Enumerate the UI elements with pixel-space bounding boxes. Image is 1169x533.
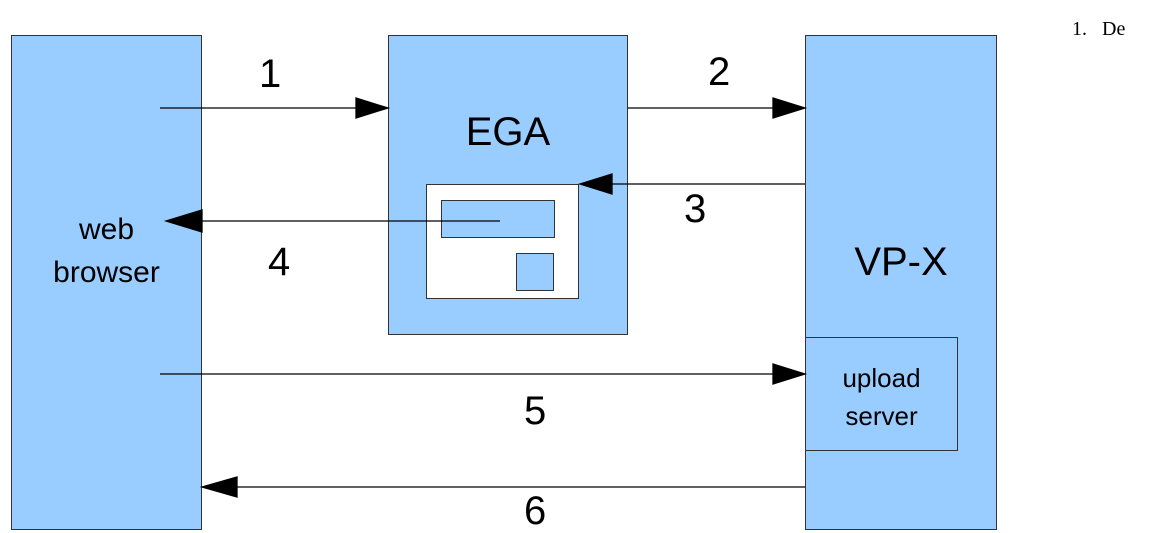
edge-5-label: 5 <box>524 389 547 433</box>
edge-4-arrowhead <box>163 209 203 233</box>
ega-label: EGA <box>465 110 551 154</box>
edge-6-arrowhead <box>199 476 238 498</box>
web-browser-label-line1: web <box>78 213 135 246</box>
edge-3-arrowhead <box>577 173 613 195</box>
ega-inner-panel <box>441 200 555 238</box>
side-list-item: 1. De <box>1072 18 1125 41</box>
vpx-label: VP-X <box>854 240 948 284</box>
side-list-marker: 1. <box>1072 18 1087 40</box>
upload-server-label-line2: server <box>845 401 918 431</box>
upload-server-label-line1: upload <box>842 363 921 393</box>
edge-1-label: 1 <box>259 52 282 96</box>
side-list-text: De <box>1102 18 1126 40</box>
edge-2-label: 2 <box>708 50 731 94</box>
edge-1-arrowhead <box>355 97 391 119</box>
edge-3-label: 3 <box>684 187 707 231</box>
web-browser-box <box>11 35 202 530</box>
edge-4-label: 4 <box>268 240 291 284</box>
upload-server-box <box>805 337 958 451</box>
web-browser-label-line2: browser <box>53 256 160 289</box>
edge-5-arrowhead <box>772 363 808 385</box>
edge-2-arrowhead <box>772 97 808 119</box>
ega-inner-square <box>516 253 554 291</box>
edge-6-label: 6 <box>524 489 547 533</box>
